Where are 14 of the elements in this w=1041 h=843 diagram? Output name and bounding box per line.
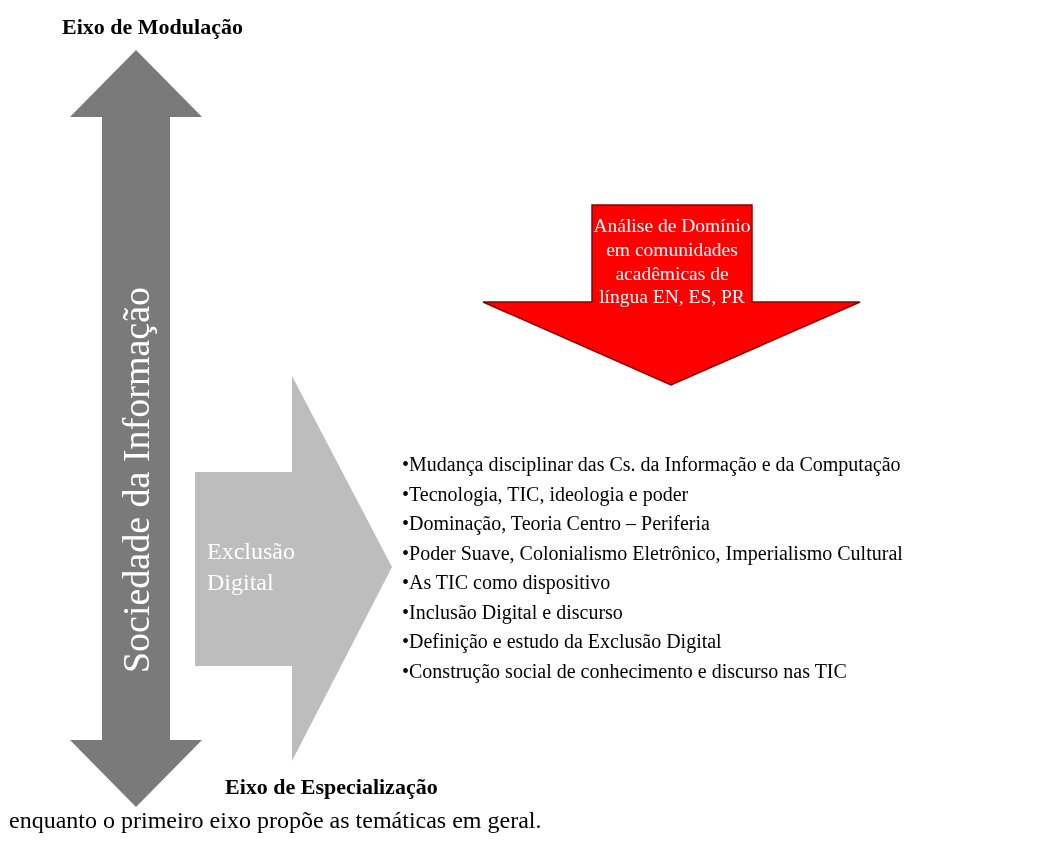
axis-title: Eixo de Modulação <box>62 14 243 40</box>
bullet-item: •Construção social de conhecimento e discurso nas TIC <box>402 659 847 683</box>
axis-title: Eixo de Especialização <box>225 774 438 800</box>
bullet-item: •Dominação, Teoria Centro – Periferia <box>402 512 710 535</box>
bullet-item: •Mudança disciplinar das Cs. da Informação e da Computação <box>402 453 901 476</box>
bullet-item: •Inclusão Digital e discurso <box>402 600 623 624</box>
body-text: enquanto o primeiro eixo propõe as temáticas em geral. <box>9 807 542 834</box>
shape-label: Análise de Domínio em comunidades acadêmicas de língua EN, ES, PR <box>592 214 752 310</box>
bullet-item: •As TIC como dispositivo <box>402 571 611 594</box>
bullet-item: •Definição e estudo da Exclusão Digital <box>402 630 722 653</box>
shape-label: Sociedade da Informação <box>117 286 155 674</box>
shape-label: Exclusão Digital <box>207 537 296 598</box>
bullet-item: •Tecnologia, TIC, ideologia e poder <box>402 482 689 506</box>
bullet-item: •Poder Suave, Colonialismo Eletrônico, Imperialismo Cultural <box>402 541 903 565</box>
